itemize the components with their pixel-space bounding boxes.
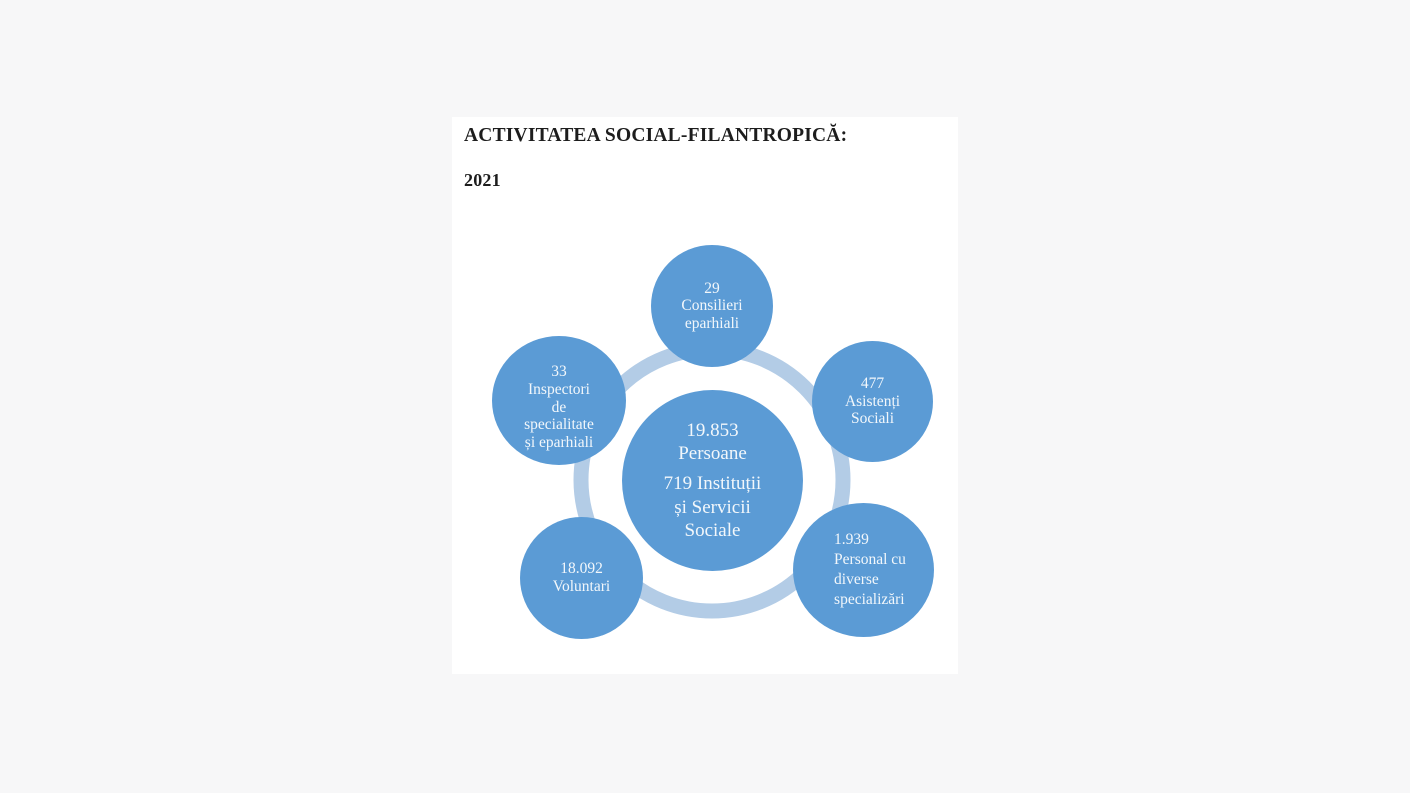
inspectori-label-2: de <box>551 398 567 416</box>
circle-personal-specializari-text: 1.939 Personal cu diverse specializări <box>821 530 906 611</box>
circle-asistenti-sociali: 477 Asistenți Sociali <box>812 341 933 462</box>
consilieri-label-2: eparhiali <box>684 314 740 332</box>
page-subtitle-year: 2021 <box>464 170 501 190</box>
center-persons-value: 19.853 <box>686 420 739 442</box>
center-institutions-line2: și Servicii <box>674 496 751 518</box>
consilieri-value: 29 <box>704 279 720 297</box>
circle-consilieri-eparhiali: 29 Consilieri eparhiali <box>651 245 773 367</box>
circle-voluntari: 18.092 Voluntari <box>520 517 643 639</box>
inspectori-label-3: specialitate <box>524 416 594 434</box>
inspectori-label-1: Inspectori <box>528 380 590 398</box>
consilieri-label-1: Consilieri <box>681 297 743 315</box>
asistenti-value: 477 <box>860 375 885 393</box>
infographic-card: ACTIVITATEA SOCIAL-FILANTROPICĂ: 2021 19… <box>452 117 958 674</box>
circle-asistenti-sociali-text: 477 Asistenți Sociali <box>845 375 900 428</box>
page-title: ACTIVITATEA SOCIAL-FILANTROPICĂ: <box>464 125 848 146</box>
personal-label-3: specializări <box>834 591 905 609</box>
inspectori-label-4: și eparhiali <box>524 434 594 452</box>
center-circle-total: 19.853 Persoane 719 Instituții și Servic… <box>622 390 803 571</box>
center-institutions-line3: Sociale <box>684 519 741 541</box>
center-circle-text: 19.853 Persoane 719 Instituții și Servic… <box>664 419 762 542</box>
center-text-gap <box>664 465 762 472</box>
circle-inspectori-specialitate-text: 33 Inspectori de specialitate și eparhia… <box>524 363 594 453</box>
social-philanthropic-diagram: 19.853 Persoane 719 Instituții și Servic… <box>452 117 958 674</box>
circle-voluntari-text: 18.092 Voluntari <box>553 560 610 595</box>
personal-label-2: diverse <box>834 571 879 588</box>
personal-value: 1.939 <box>834 530 869 548</box>
center-institutions-line1: 719 Instituții <box>663 473 762 495</box>
asistenti-label-2: Sociali <box>850 410 895 428</box>
circle-personal-specializari: 1.939 Personal cu diverse specializări <box>793 503 934 637</box>
circle-consilieri-eparhiali-text: 29 Consilieri eparhiali <box>681 280 742 333</box>
voluntari-value: 18.092 <box>560 560 603 578</box>
center-persons-label: Persoane <box>678 443 747 465</box>
personal-label-1: Personal cu <box>834 550 906 568</box>
circle-inspectori-specialitate: 33 Inspectori de specialitate și eparhia… <box>492 336 626 465</box>
inspectori-value: 33 <box>551 362 567 380</box>
asistenti-label-1: Asistenți <box>844 392 901 410</box>
voluntari-label-1: Voluntari <box>552 578 611 595</box>
